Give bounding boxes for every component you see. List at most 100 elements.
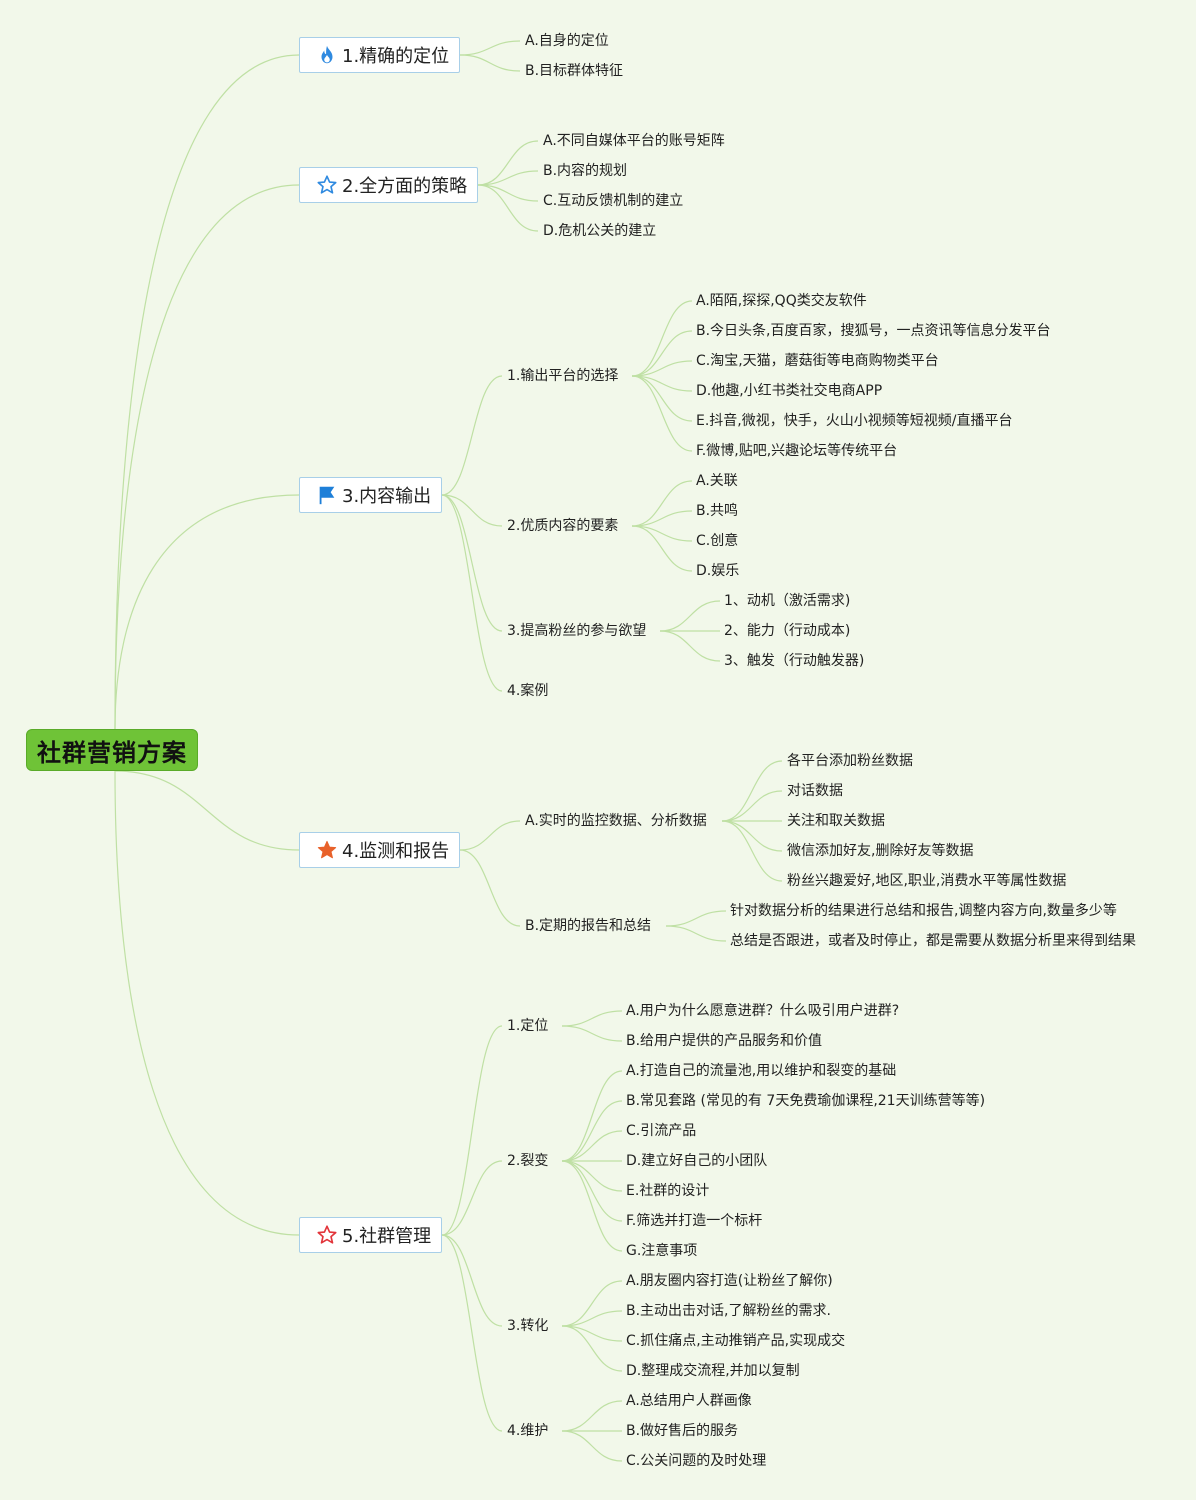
topic-node[interactable]: B.目标群体特征 <box>525 63 624 79</box>
flame-icon <box>316 44 338 66</box>
connector-line <box>721 820 783 882</box>
connector-line <box>441 494 503 632</box>
connector-line <box>631 330 693 377</box>
root-topic[interactable]: 社群营销方案 <box>26 729 198 771</box>
connector-line <box>561 1430 623 1462</box>
connector-line <box>441 1025 503 1236</box>
connector-line <box>631 525 693 572</box>
topic-node[interactable]: C.互动反馈机制的建立 <box>543 193 684 209</box>
connector-line <box>561 1325 623 1342</box>
branch-comprehensive-strategy[interactable]: 2.全方面的策略 <box>299 167 478 203</box>
connector-line <box>631 375 693 392</box>
topic-node[interactable]: B.做好售后的服务 <box>626 1423 739 1439</box>
topic-node[interactable]: A.朋友圈内容打造(让粉丝了解你) <box>626 1273 833 1289</box>
topic-node[interactable]: B.主动出击对话,了解粉丝的需求. <box>626 1303 831 1319</box>
connector-line <box>659 630 721 662</box>
branch-monitoring-reporting[interactable]: 4.监测和报告 <box>299 832 460 868</box>
flag-icon <box>316 484 338 506</box>
topic-node[interactable]: E.社群的设计 <box>626 1183 710 1199</box>
topic-node[interactable]: C.淘宝,天猫，蘑菇街等电商购物类平台 <box>696 353 939 369</box>
topic-node[interactable]: A.自身的定位 <box>525 33 609 49</box>
topic-node[interactable]: D.整理成交流程,并加以复制 <box>626 1363 800 1379</box>
connector-line <box>441 375 503 496</box>
connector-line <box>561 1280 623 1327</box>
connector-line <box>477 170 539 186</box>
branch-community-management[interactable]: 5.社群管理 <box>299 1217 442 1253</box>
connector-line <box>721 820 783 852</box>
connector-line <box>659 600 721 632</box>
connector-line <box>441 494 503 692</box>
topic-node[interactable]: F.筛选并打造一个标杆 <box>626 1213 763 1229</box>
topic-node[interactable]: B.内容的规划 <box>543 163 628 179</box>
topic-node[interactable]: 各平台添加粉丝数据 <box>787 753 913 769</box>
topic-node[interactable]: F.微博,贴吧,兴趣论坛等传统平台 <box>696 443 898 459</box>
branch-label: 3.内容输出 <box>342 486 432 507</box>
topic-node[interactable]: B.今日头条,百度百家，搜狐号，一点资讯等信息分发平台 <box>696 323 1051 339</box>
topic-node[interactable]: E.抖音,微视，快手，火山小视频等短视频/直播平台 <box>696 413 1013 429</box>
topic-node[interactable]: B.给用户提供的产品服务和价值 <box>626 1033 823 1049</box>
topic-node[interactable]: A.打造自己的流量池,用以维护和裂变的基础 <box>626 1063 897 1079</box>
connector-line <box>459 54 521 72</box>
topic-node[interactable]: A.关联 <box>696 473 738 489</box>
branch-label: 2.全方面的策略 <box>342 176 468 197</box>
topic-node[interactable]: 对话数据 <box>787 783 843 799</box>
topic-node[interactable]: 针对数据分析的结果进行总结和报告,调整内容方向,数量多少等 <box>730 903 1117 919</box>
topic-node[interactable]: A.不同自媒体平台的账号矩阵 <box>543 133 725 149</box>
connector-line <box>114 770 300 851</box>
topic-node[interactable]: 1、动机（激活需求) <box>724 593 851 609</box>
subtopic-node[interactable]: A.实时的监控数据、分析数据 <box>525 813 707 829</box>
topic-node[interactable]: C.创意 <box>696 533 739 549</box>
topic-node[interactable]: D.建立好自己的小团队 <box>626 1153 768 1169</box>
connector-line <box>114 184 300 730</box>
subtopic-node[interactable]: 1.定位 <box>507 1018 549 1034</box>
connector-line <box>114 770 300 1236</box>
topic-node[interactable]: A.用户为什么愿意进群？什么吸引用户进群? <box>626 1003 900 1019</box>
connector-line <box>114 54 300 730</box>
topic-node[interactable]: C.引流产品 <box>626 1123 697 1139</box>
connector-line <box>631 375 693 452</box>
connector-line <box>631 510 693 527</box>
branch-label: 4.监测和报告 <box>342 841 450 862</box>
connector-line <box>721 760 783 822</box>
connector-line <box>561 1310 623 1327</box>
connector-line <box>459 820 521 851</box>
topic-node[interactable]: C.抓住痛点,主动推销产品,实现成交 <box>626 1333 846 1349</box>
subtopic-node[interactable]: B.定期的报告和总结 <box>525 918 652 934</box>
branch-label: 5.社群管理 <box>342 1226 432 1247</box>
topic-node[interactable]: 2、能力（行动成本) <box>724 623 851 639</box>
topic-node[interactable]: B.常见套路 (常见的有 7天免费瑜伽课程,21天训练营等等) <box>626 1093 986 1109</box>
topic-node[interactable]: C.公关问题的及时处理 <box>626 1453 767 1469</box>
topic-node[interactable]: D.危机公关的建立 <box>543 223 657 239</box>
subtopic-node[interactable]: 3.转化 <box>507 1318 549 1334</box>
star-outline-icon <box>316 174 338 196</box>
branch-precise-positioning[interactable]: 1.精确的定位 <box>299 37 460 73</box>
connector-line <box>441 1160 503 1236</box>
connector-line <box>665 910 727 927</box>
topic-node[interactable]: B.共鸣 <box>696 503 739 519</box>
subtopic-node[interactable]: 2.裂变 <box>507 1153 549 1169</box>
connector-line <box>665 925 727 942</box>
branch-content-output[interactable]: 3.内容输出 <box>299 477 442 513</box>
connector-line <box>631 525 693 542</box>
topic-node[interactable]: 关注和取关数据 <box>787 813 885 829</box>
topic-node[interactable]: A.总结用户人群画像 <box>626 1393 752 1409</box>
subtopic-node[interactable]: 1.输出平台的选择 <box>507 368 619 384</box>
topic-node[interactable]: 3、触发（行动触发器) <box>724 653 865 669</box>
subtopic-node[interactable]: 2.优质内容的要素 <box>507 518 619 534</box>
subtopic-node[interactable]: 4.维护 <box>507 1423 549 1439</box>
topic-node[interactable]: G.注意事项 <box>626 1243 698 1259</box>
star-outline-icon <box>316 1224 338 1246</box>
topic-node[interactable]: 粉丝兴趣爱好,地区,职业,消费水平等属性数据 <box>787 873 1067 889</box>
connector-line <box>721 790 783 822</box>
topic-node[interactable]: D.他趣,小红书类社交电商APP <box>696 383 883 399</box>
connector-line <box>561 1070 623 1162</box>
connector-line <box>561 1160 623 1252</box>
topic-node[interactable]: 微信添加好友,删除好友等数据 <box>787 843 974 859</box>
connector-line <box>477 184 539 232</box>
topic-node[interactable]: 总结是否跟进，或者及时停止，都是需要从数据分析里来得到结果 <box>730 933 1136 949</box>
topic-node[interactable]: D.娱乐 <box>696 563 740 579</box>
subtopic-node[interactable]: 3.提高粉丝的参与欲望 <box>507 623 647 639</box>
subtopic-node[interactable]: 4.案例 <box>507 683 549 699</box>
topic-node[interactable]: A.陌陌,探探,QQ类交友软件 <box>696 293 867 309</box>
root-topic-label: 社群营销方案 <box>37 738 187 767</box>
